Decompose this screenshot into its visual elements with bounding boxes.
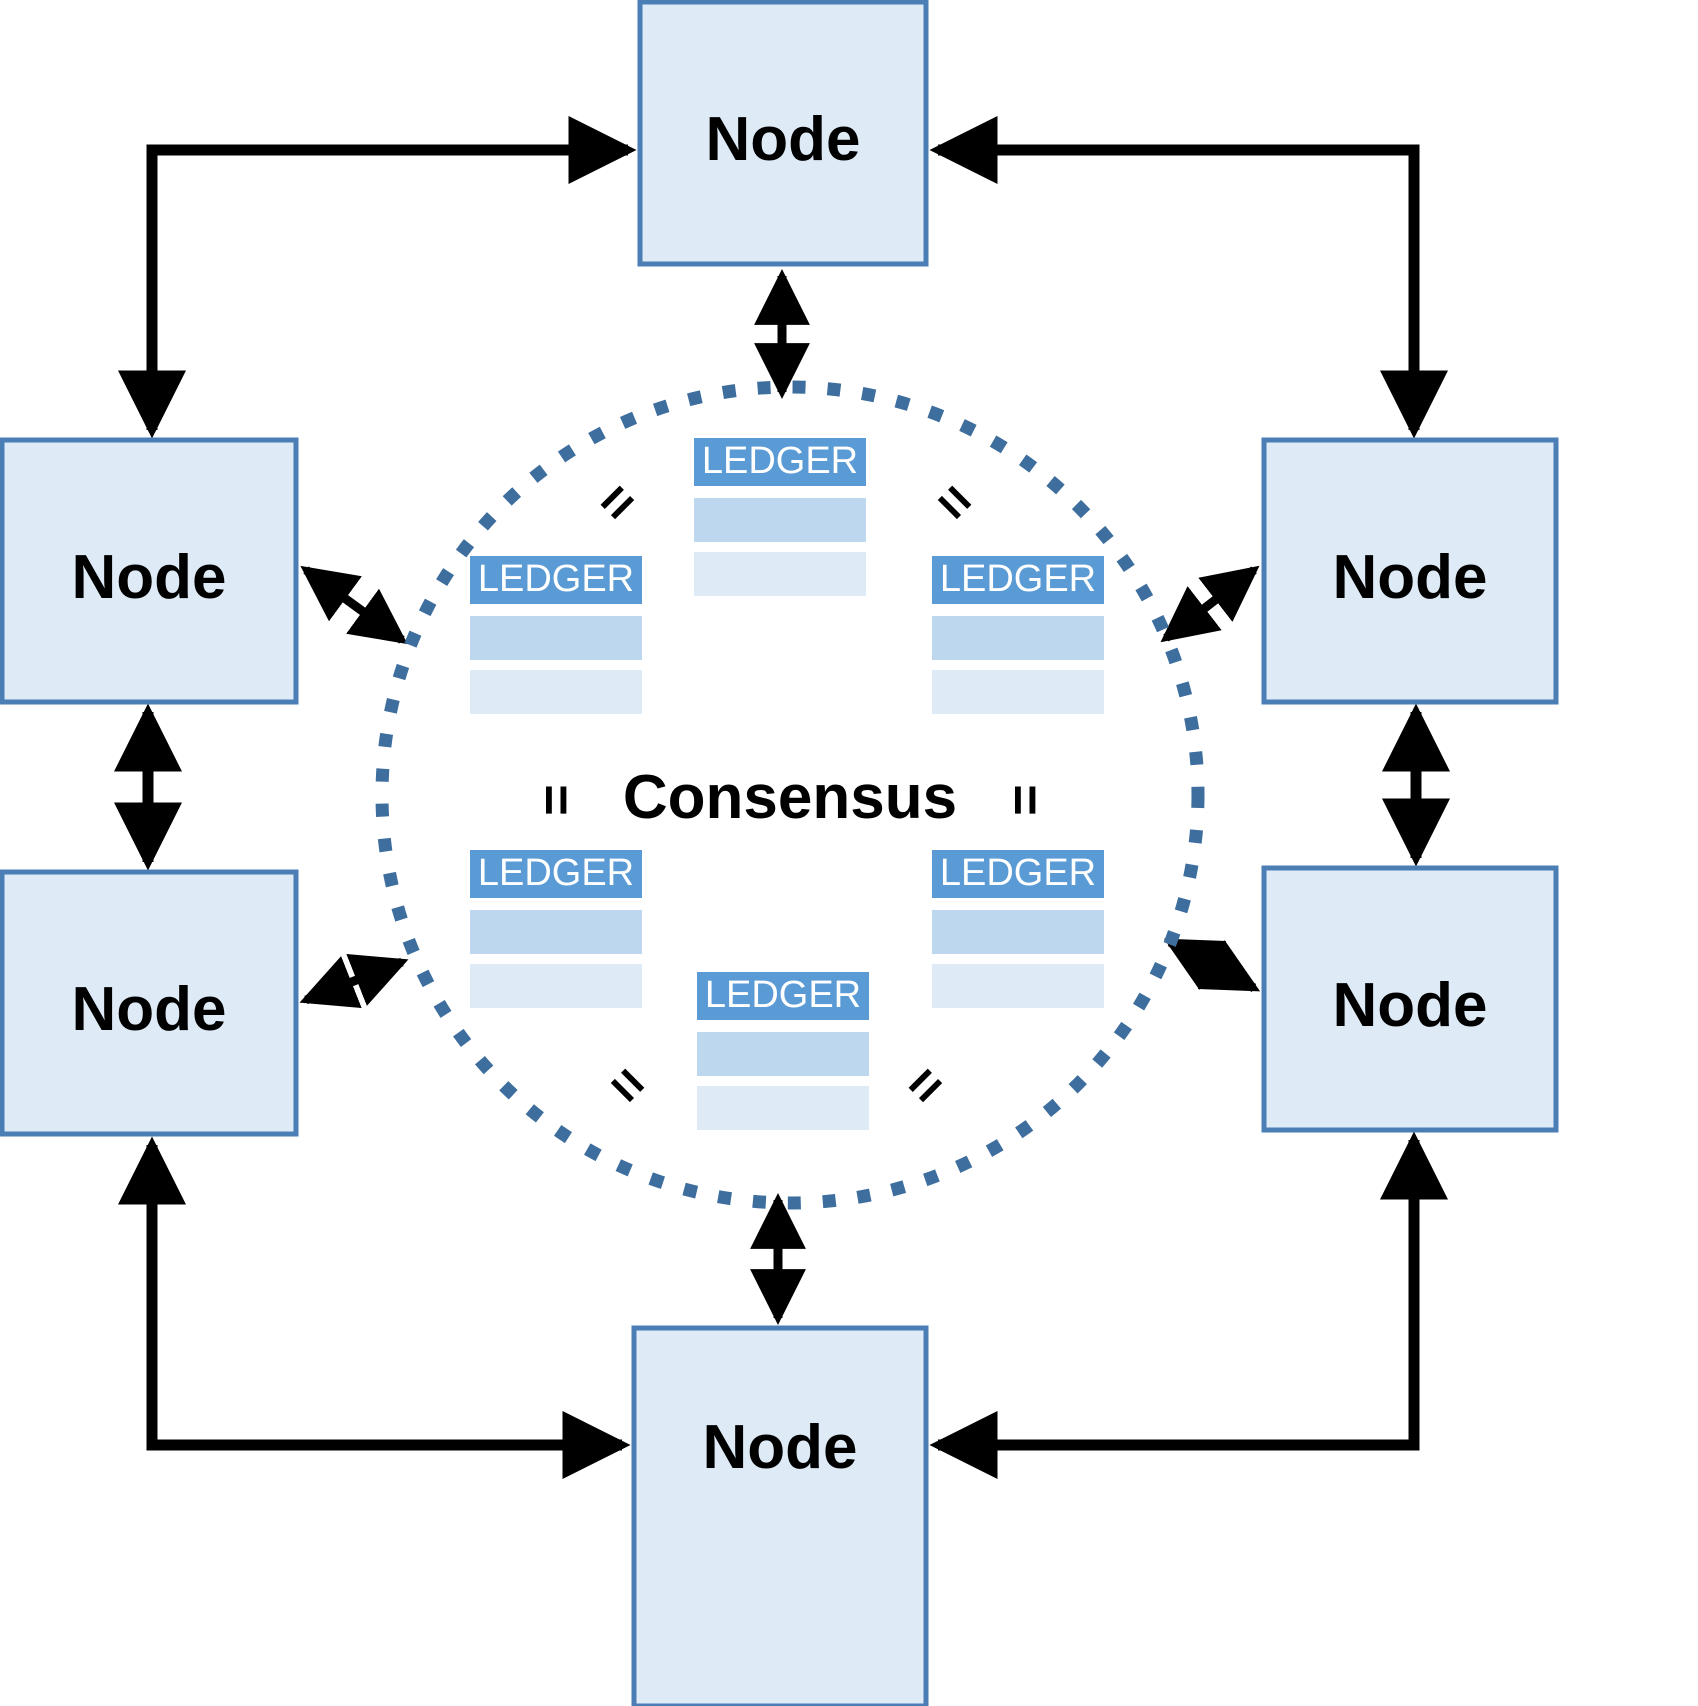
equals-top-right-icon: =: [922, 470, 987, 535]
ledger-header: [932, 850, 1104, 898]
ledger-upper-right[interactable]: LEDGER: [932, 556, 1104, 714]
ledger-stacks: LEDGER LEDGER LEDGER LEDGER: [470, 438, 1104, 1130]
ledger-row-secondary: [470, 670, 642, 714]
node-label: Node: [706, 105, 861, 174]
ledger-header-label: LEDGER: [702, 440, 858, 482]
ledger-row-primary: [470, 910, 642, 954]
node-label: Node: [703, 1413, 858, 1482]
ledger-row-primary: [932, 616, 1104, 660]
equals-mid-right-icon: =: [996, 784, 1056, 816]
ledger-header-label: LEDGER: [478, 558, 634, 600]
ledger-row-primary: [932, 910, 1104, 954]
node-label: Node: [1333, 543, 1488, 612]
node-bottom[interactable]: Node: [631, 1325, 929, 1706]
ledger-lower-right[interactable]: LEDGER: [932, 850, 1104, 1008]
ledger-header: [697, 972, 869, 1020]
node-box[interactable]: [0, 437, 299, 705]
node-label: Node: [72, 543, 227, 612]
node-box[interactable]: [1261, 437, 1559, 705]
node-left-upper[interactable]: Node: [0, 437, 299, 705]
ledger-row-secondary: [932, 670, 1104, 714]
side-connectors: [113, 269, 1451, 1325]
elbow-topright: [929, 115, 1449, 439]
ledger-row-primary: [694, 498, 866, 542]
node-box[interactable]: [631, 1325, 929, 1706]
center-connectors: [299, 565, 1261, 1008]
ledger-top[interactable]: LEDGER: [694, 438, 866, 596]
ledger-row-secondary: [932, 964, 1104, 1008]
ledger-row-secondary: [694, 552, 866, 596]
ledger-header: [694, 438, 866, 486]
link-right-lower-center: [1163, 938, 1261, 992]
elbow-topleft: [117, 115, 637, 439]
node-box[interactable]: [1261, 865, 1559, 1133]
link-left-upper-center: [300, 565, 408, 645]
ledger-header-label: LEDGER: [705, 974, 861, 1016]
ledger-header-label: LEDGER: [940, 852, 1096, 894]
ledger-header: [932, 556, 1104, 604]
node-top[interactable]: Node: [637, 0, 929, 267]
ledger-header: [470, 556, 642, 604]
link-left-lower-center: [299, 954, 409, 1008]
node-right-lower[interactable]: Node: [1261, 865, 1559, 1133]
consensus-label: Consensus: [623, 763, 957, 832]
elbow-bottomright: [929, 1131, 1449, 1480]
consensus-circle: [375, 380, 1205, 1210]
ledger-lower-left[interactable]: LEDGER: [470, 850, 642, 1008]
node-box[interactable]: [0, 869, 299, 1137]
ledger-row-primary: [470, 616, 642, 660]
node-right-upper[interactable]: Node: [1261, 437, 1559, 705]
ledger-header-label: LEDGER: [940, 558, 1096, 600]
node-label: Node: [1333, 971, 1488, 1040]
ledger-bottom[interactable]: LEDGER: [697, 972, 869, 1130]
node-left-lower[interactable]: Node: [0, 869, 299, 1137]
outer-connectors: [117, 115, 1449, 1480]
ledger-row-secondary: [697, 1086, 869, 1130]
equals-bottom-left-icon: =: [595, 1053, 660, 1118]
node-label: Node: [72, 975, 227, 1044]
ledger-header-label: LEDGER: [478, 852, 634, 894]
equals-mid-left-icon: =: [527, 784, 587, 816]
ledger-row-secondary: [470, 964, 642, 1008]
elbow-bottomleft: [117, 1136, 631, 1480]
node-box[interactable]: [637, 0, 929, 267]
ledger-row-primary: [697, 1032, 869, 1076]
node-boxes: Node Node Node Node Node Node: [0, 0, 1559, 1706]
ledger-upper-left[interactable]: LEDGER: [470, 556, 642, 714]
equals-bottom-right-icon: =: [893, 1053, 958, 1118]
ledger-header: [470, 850, 642, 898]
link-right-upper-center: [1160, 565, 1260, 643]
equals-top-left-icon: =: [585, 470, 650, 535]
